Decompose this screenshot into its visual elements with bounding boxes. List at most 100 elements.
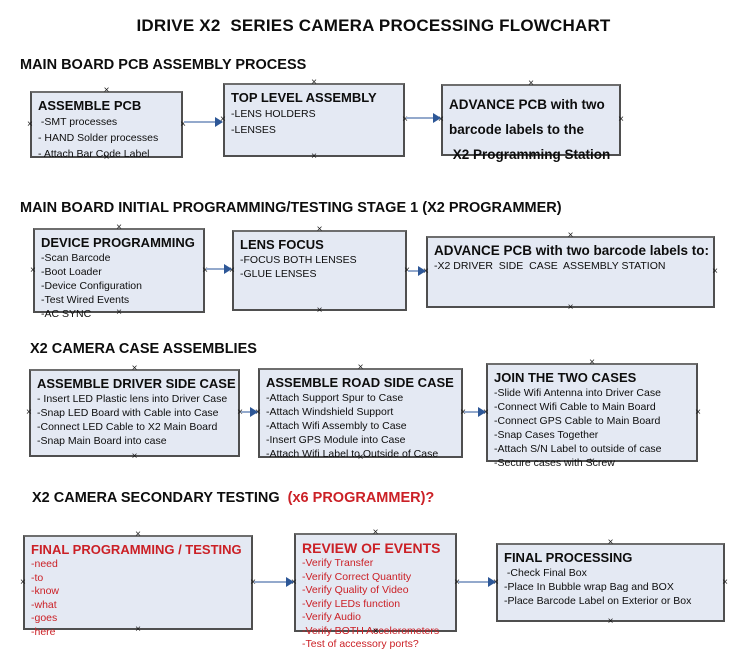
box-item: -to: [31, 571, 44, 584]
box-item: -Scan Barcode: [41, 252, 111, 264]
box-item: -Attach Wifi Assembly to Case: [266, 420, 407, 432]
connection-handle-icon: ×: [528, 78, 534, 89]
box-item: -Snap Main Board into case: [37, 435, 167, 447]
flow-arrow-icon: [406, 113, 441, 123]
box-item: -Attach S/N Label to outside of case: [494, 443, 662, 455]
flow-arrow-icon: [464, 407, 486, 417]
box-title: LENS FOCUS: [240, 237, 324, 252]
box-item: -Snap LED Board with Cable into Case: [37, 407, 219, 419]
box-item: -Boot Loader: [41, 266, 102, 278]
box-review-of-events: REVIEW OF EVENTS -Verify Transfer-Verify…: [291, 528, 460, 651]
box-item: -LENSES: [231, 124, 276, 136]
box-item: ADVANCE PCB with two: [449, 97, 605, 112]
box-item: -LENS HOLDERS: [231, 108, 316, 120]
box-item: -Check Final Box: [504, 567, 587, 579]
box-item: - Attach Bar Code Label: [38, 148, 150, 160]
box-item: -Verify Transfer: [302, 557, 374, 569]
box-item: -Attach Wifi Label to Outside of Case: [266, 448, 439, 460]
flow-arrow-icon: [254, 577, 294, 587]
page-title: IDRIVE X2 SERIES CAMERA PROCESSING FLOWC…: [136, 16, 611, 35]
box-items: -Slide Wifi Antenna into Driver Case -Con…: [494, 386, 690, 470]
connection-handle-icon: ×: [607, 616, 614, 627]
box-lens-focus: LENS FOCUS -FOCUS BOTH LENSES -GLUE LENSE…: [229, 225, 410, 316]
box-item: -Connect GPS Cable to Main Board: [494, 415, 661, 427]
box-item: -Verify LEDs function: [302, 597, 401, 610]
box-title: JOIN THE TWO CASES: [494, 370, 637, 385]
box-item: -AC SYNC: [41, 308, 92, 320]
box-title: ASSEMBLE PCB: [38, 98, 142, 113]
connection-handle-icon: ×: [116, 222, 122, 233]
box-items: -need-to-know-what-goes-here: [31, 558, 245, 639]
box-item: -Verify Audio: [302, 611, 361, 623]
connection-handle-icon: ×: [372, 527, 379, 538]
connection-handle-icon: ×: [567, 302, 574, 313]
connection-handle-icon: ×: [589, 357, 595, 368]
box-item: -goes: [31, 612, 58, 624]
box-title: TOP LEVEL ASSEMBLY: [231, 90, 377, 105]
section-heading-case-assemblies: X2 CAMERA CASE ASSEMBLIES: [30, 341, 257, 357]
connection-handle-icon: ×: [316, 305, 323, 316]
box-assemble-pcb: ASSEMBLE PCB -SMT processes- HAND Solder…: [27, 86, 186, 163]
box-item: -Slide Wifi Antenna into Driver Case: [494, 387, 661, 399]
box-item: -SMT processes: [38, 116, 118, 128]
heading-red-part: (x6 PROGRAMMER)?: [283, 490, 435, 506]
connection-handle-icon: ×: [695, 406, 701, 418]
box-item: -Place In Bubble wrap Bag and BOX: [504, 581, 674, 593]
connection-handle-icon: ×: [607, 537, 614, 548]
box-item: -Secure cases with Screw: [494, 457, 615, 469]
connection-handle-icon: ×: [618, 114, 624, 125]
connection-handle-icon: ×: [357, 362, 364, 373]
box-final-programming-testing: FINAL PROGRAMMING / TESTING -need-to-kno…: [20, 530, 256, 638]
box-items: -X2 DRIVER SIDE CASE ASSEMBLY STATION: [434, 259, 707, 273]
box-item: -Snap Cases Together: [494, 429, 599, 441]
box-title: ADVANCE PCB with two barcode labels to:: [434, 243, 710, 258]
box-item: -Attach Support Spur to Case: [266, 392, 404, 404]
box-item: -Insert GPS Module into Case: [266, 434, 406, 446]
box-item: -here: [31, 625, 56, 638]
box-top-level-assembly: TOP LEVEL ASSEMBLY -LENS HOLDERS-LENSES …: [220, 78, 408, 162]
box-item: -FOCUS BOTH LENSES: [240, 254, 357, 266]
box-items: -LENS HOLDERS -LENSES: [231, 106, 397, 138]
box-item: -Verify Quality of Video: [302, 584, 409, 596]
box-title: DEVICE PROGRAMMING: [41, 235, 195, 250]
box-item: -Connect Wifi Cable to Main Board: [494, 401, 656, 413]
box-items: - Insert LED Plastic lens into Driver Ca…: [37, 392, 232, 448]
connection-handle-icon: ×: [316, 224, 323, 235]
flow-arrow-icon: [241, 407, 258, 417]
box-item: -Test Wired Events: [41, 294, 130, 306]
box-item: X2 Programming Station: [449, 147, 611, 162]
box-item: -know: [31, 585, 60, 597]
connection-handle-icon: ×: [135, 529, 141, 540]
box-items: -FOCUS BOTH LENSES -GLUE LENSES: [240, 253, 399, 281]
connection-handle-icon: ×: [103, 85, 110, 96]
box-item: -Test of accessory ports?: [302, 638, 419, 650]
box-item: -Connect LED Cable to X2 Main Board: [37, 421, 218, 433]
box-item: -GLUE LENSES: [240, 268, 317, 280]
box-title: FINAL PROCESSING: [504, 550, 633, 565]
connection-handle-icon: ×: [311, 151, 317, 162]
connection-handle-icon: ×: [722, 576, 728, 588]
box-item: -Verify Correct Quantity: [302, 570, 412, 583]
flow-arrow-icon: [408, 266, 426, 276]
box-item: -Attach Windshield Support: [266, 406, 394, 418]
connection-handle-icon: ×: [712, 266, 718, 277]
box-final-processing: FINAL PROCESSING -Check Final Box -Place …: [493, 538, 728, 627]
connection-handle-icon: ×: [567, 230, 574, 241]
box-items: -Check Final Box -Place In Bubble wrap Ba…: [504, 566, 717, 608]
box-advance-pcb-driver-side-station: ADVANCE PCB with two barcode labels to: …: [423, 231, 718, 313]
section-heading-pcb-assembly: MAIN BOARD PCB ASSEMBLY PROCESS: [20, 57, 307, 73]
connection-handle-icon: ×: [131, 363, 138, 374]
flow-arrow-icon: [184, 117, 223, 127]
connection-handle-icon: ×: [131, 451, 138, 462]
box-item: -Device Configuration: [41, 280, 142, 292]
connection-handle-icon: ×: [27, 118, 33, 130]
box-title: FINAL PROGRAMMING / TESTING: [31, 542, 242, 557]
box-items: -Verify Transfer-Verify Correct Quantity…: [302, 557, 449, 652]
box-device-programming: DEVICE PROGRAMMING -Scan Barcode -Boot Lo…: [30, 223, 208, 321]
box-items: -Scan Barcode -Boot Loader -Device Configu…: [41, 251, 197, 321]
box-item: -X2 DRIVER SIDE CASE ASSEMBLY STATION: [434, 260, 666, 272]
flow-arrow-icon: [458, 577, 496, 587]
